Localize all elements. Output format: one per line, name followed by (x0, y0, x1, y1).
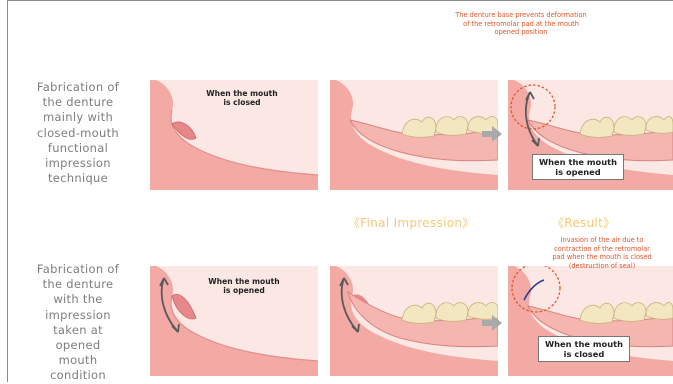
note-line: opened position (426, 28, 616, 37)
row1-label-line: technique (14, 171, 142, 186)
row1-label-line: Fabrication of (14, 80, 142, 95)
row2-label-line: impression (14, 308, 142, 323)
row1-impression-caption: When the mouth is closed (202, 89, 282, 107)
callout-line: When the mouth (542, 339, 626, 349)
note-line: Invasion of the air due to (531, 236, 673, 245)
denture-illustration (330, 80, 498, 190)
row2-result-callout: When the mouth is closed (538, 336, 630, 362)
callout-line: is opened (536, 167, 620, 177)
row2-label: Fabrication of the denture with the impr… (14, 262, 142, 384)
result-heading: 《Result》 (552, 214, 615, 231)
row2-note: Invasion of the air due to contraction o… (531, 236, 673, 270)
caption-line: is opened (204, 286, 284, 295)
denture-illustration (330, 266, 498, 376)
row1-label-line: the denture (14, 95, 142, 110)
row1-impression-panel: When the mouth is closed (150, 80, 318, 190)
row2-impression-caption: When the mouth is opened (204, 277, 284, 295)
note-line: pad when the mouth is closed (531, 253, 673, 262)
callout-line: is closed (542, 349, 626, 359)
row1-label-line: mainly with (14, 110, 142, 125)
row1-label-line: closed-mouth (14, 126, 142, 141)
row2-label-line: with the (14, 292, 142, 307)
row2-impression-panel: When the mouth is opened (150, 266, 318, 376)
right-arrow-icon (482, 126, 502, 146)
note-line: The denture base prevents deformation (426, 11, 616, 20)
caption-line: When the mouth (202, 89, 282, 98)
row1-result-callout: When the mouth is opened (532, 154, 624, 180)
right-arrow-icon (482, 315, 502, 335)
row2-label-line: Fabrication of (14, 262, 142, 277)
row1-label: Fabrication of the denture mainly with c… (14, 80, 142, 186)
caption-line: is closed (202, 98, 282, 107)
row1-denture-panel (330, 80, 498, 190)
final-impression-heading: 《Final Impression》 (348, 214, 475, 231)
row2-label-line: condition (14, 368, 142, 383)
callout-line: When the mouth (536, 157, 620, 167)
row1-note: The denture base prevents deformation of… (426, 11, 616, 37)
note-line: (destruction of seal) (531, 262, 673, 271)
note-line: contraction of the retromolar (531, 245, 673, 254)
row2-label-line: mouth (14, 353, 142, 368)
row1-label-line: impression (14, 156, 142, 171)
note-line: of the retromolar pad at the mouth (426, 20, 616, 29)
row2-label-line: taken at (14, 323, 142, 338)
row2-label-line: opened (14, 338, 142, 353)
caption-line: When the mouth (204, 277, 284, 286)
row2-label-line: the denture (14, 277, 142, 292)
row1-label-line: functional (14, 141, 142, 156)
row2-denture-panel (330, 266, 498, 376)
